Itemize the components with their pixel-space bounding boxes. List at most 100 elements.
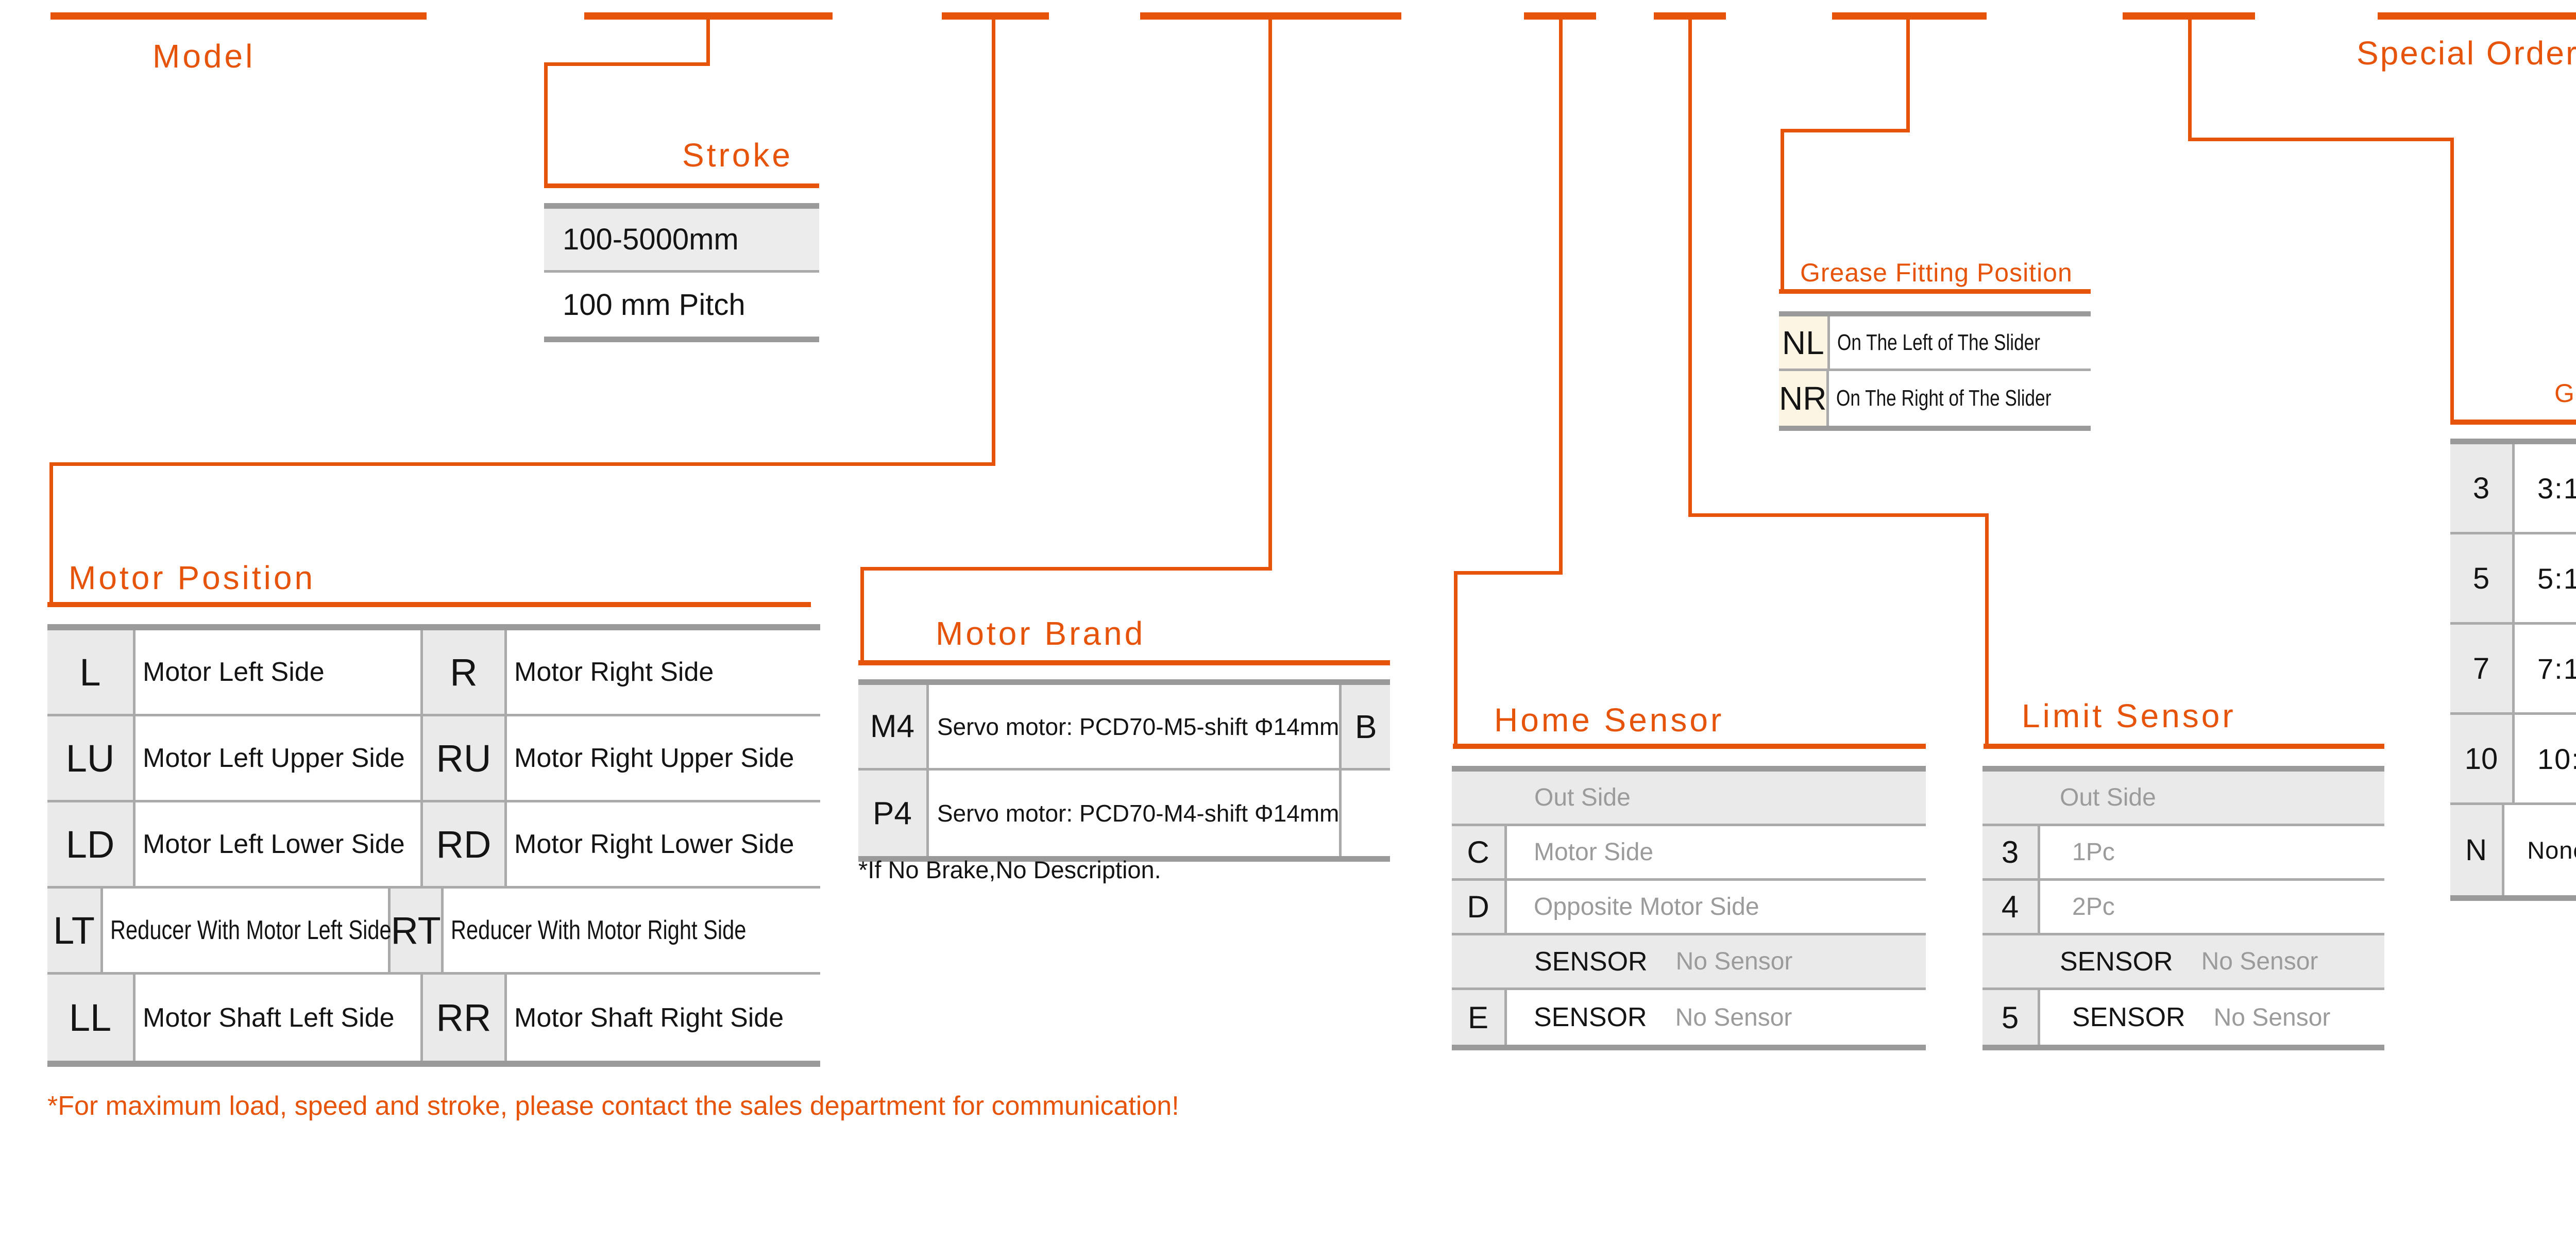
- desc-cell: 10:1: [2515, 715, 2576, 802]
- code-text: N: [2465, 833, 2487, 867]
- table-row: 5 5:1: [2450, 534, 2576, 625]
- code-text: LL: [69, 996, 112, 1039]
- connector-motor-position: [992, 20, 995, 466]
- section-label-limit-sensor: Limit Sensor: [2022, 697, 2236, 734]
- stroke-table: 100-5000mm 100 mm Pitch: [544, 203, 819, 342]
- code-text: L: [79, 650, 101, 694]
- code-cell: RU: [420, 716, 507, 800]
- desc-cell: Reducer With Motor Left Side: [103, 889, 392, 972]
- desc-text: Motor Shaft Left Side: [143, 1002, 395, 1033]
- connector-grease-fitting: [1781, 129, 1784, 290]
- connector-gearbox-ratio: [2188, 20, 2192, 138]
- code-text: R: [450, 650, 478, 694]
- rule-grease-fitting: [1779, 289, 2091, 294]
- code-cell: D: [1452, 881, 1507, 933]
- desc-text: 10:1: [2537, 742, 2576, 775]
- table-row: N None Gearbox Type: [2450, 805, 2576, 895]
- section-label-gearbox-ratio: Gearbox Ratio: [2554, 379, 2576, 408]
- code-text: RU: [436, 736, 492, 780]
- connector-grease-fitting: [1906, 20, 1910, 129]
- tick-home-sensor: [1524, 12, 1596, 20]
- desc-cell: None Gearbox Type: [2504, 805, 2576, 895]
- code-cell: N: [2450, 805, 2505, 895]
- rule-motor-brand: [858, 660, 1390, 665]
- rule-motor-position: [47, 602, 811, 607]
- desc-cell: Motor Side: [1507, 826, 1926, 878]
- code-text: 3: [2472, 471, 2490, 505]
- code-cell: E: [1452, 990, 1507, 1045]
- table-row: Out Side: [1452, 772, 1926, 826]
- desc-cell: Motor Shaft Right Side: [507, 975, 820, 1061]
- stroke-row: 100-5000mm: [544, 209, 819, 273]
- desc-cell: Servo motor: PCD70-M4-shift Φ14mm: [929, 771, 1340, 856]
- tick-gearbox-ratio: [2123, 12, 2255, 20]
- connector-motor-brand: [860, 567, 1272, 571]
- sensor-text: SENSOR: [2072, 1002, 2185, 1032]
- code-cell: C: [1452, 826, 1507, 878]
- desc-cell: 7:1: [2515, 625, 2576, 712]
- desc-text: 1Pc: [2072, 839, 2115, 866]
- connector-home-sensor: [1454, 571, 1563, 575]
- code-cell: LU: [47, 716, 135, 800]
- code-cell: LD: [47, 802, 135, 886]
- code-text: 3: [2001, 835, 2019, 869]
- desc-text: Motor Shaft Right Side: [514, 1002, 784, 1033]
- rule-limit-sensor: [1984, 744, 2384, 749]
- desc-text: On The Left of The Slider: [1837, 329, 2040, 355]
- connector-motor-brand: [860, 567, 864, 663]
- connector-stroke: [706, 20, 710, 63]
- code-cell: 4: [1982, 881, 2040, 933]
- code-text: RR: [436, 996, 492, 1039]
- code-cell: 5: [2450, 534, 2515, 622]
- code-text: LD: [65, 823, 115, 866]
- connector-stroke: [544, 62, 710, 66]
- desc-cell: 1Pc: [2040, 826, 2384, 878]
- code-text: NR: [1779, 380, 1827, 417]
- tick-limit-sensor: [1654, 12, 1726, 20]
- brake-option-text: B: [1354, 708, 1377, 745]
- code-cell: RR: [420, 975, 507, 1061]
- code-text: 5: [2001, 1000, 2019, 1035]
- code-text: M4: [870, 709, 914, 744]
- desc-cell: Motor Right Side: [507, 630, 820, 714]
- desc-cell: Motor Shaft Left Side: [135, 975, 420, 1061]
- desc-text: Servo motor: PCD70-M5-shift Φ14mm: [937, 713, 1340, 740]
- code-text: 4: [2001, 890, 2019, 924]
- desc-text: None Gearbox Type: [2527, 836, 2576, 864]
- desc-text: 5:1: [2537, 562, 2576, 595]
- table-row: NR On The Right of The Slider: [1779, 371, 2091, 426]
- table-row: Out Side: [1982, 772, 2384, 826]
- code-cell: 3: [2450, 444, 2515, 532]
- code-cell: L: [47, 630, 135, 714]
- code-cell: RD: [420, 802, 507, 886]
- desc-text: On The Right of The Slider: [1836, 386, 2052, 411]
- header-text: Out Side: [2060, 784, 2156, 811]
- connector-motor-position: [49, 462, 995, 466]
- connector-motor-brand: [1268, 20, 1272, 567]
- desc-cell: Servo motor: PCD70-M5-shift Φ14mm: [929, 685, 1340, 768]
- connector-motor-position: [49, 462, 53, 605]
- section-label-stroke: Stroke: [682, 137, 793, 174]
- desc-text: Motor Right Upper Side: [514, 743, 794, 773]
- stroke-value: 100 mm Pitch: [563, 288, 745, 322]
- code-cell: LL: [47, 975, 135, 1061]
- code-cell: NR: [1779, 371, 1829, 426]
